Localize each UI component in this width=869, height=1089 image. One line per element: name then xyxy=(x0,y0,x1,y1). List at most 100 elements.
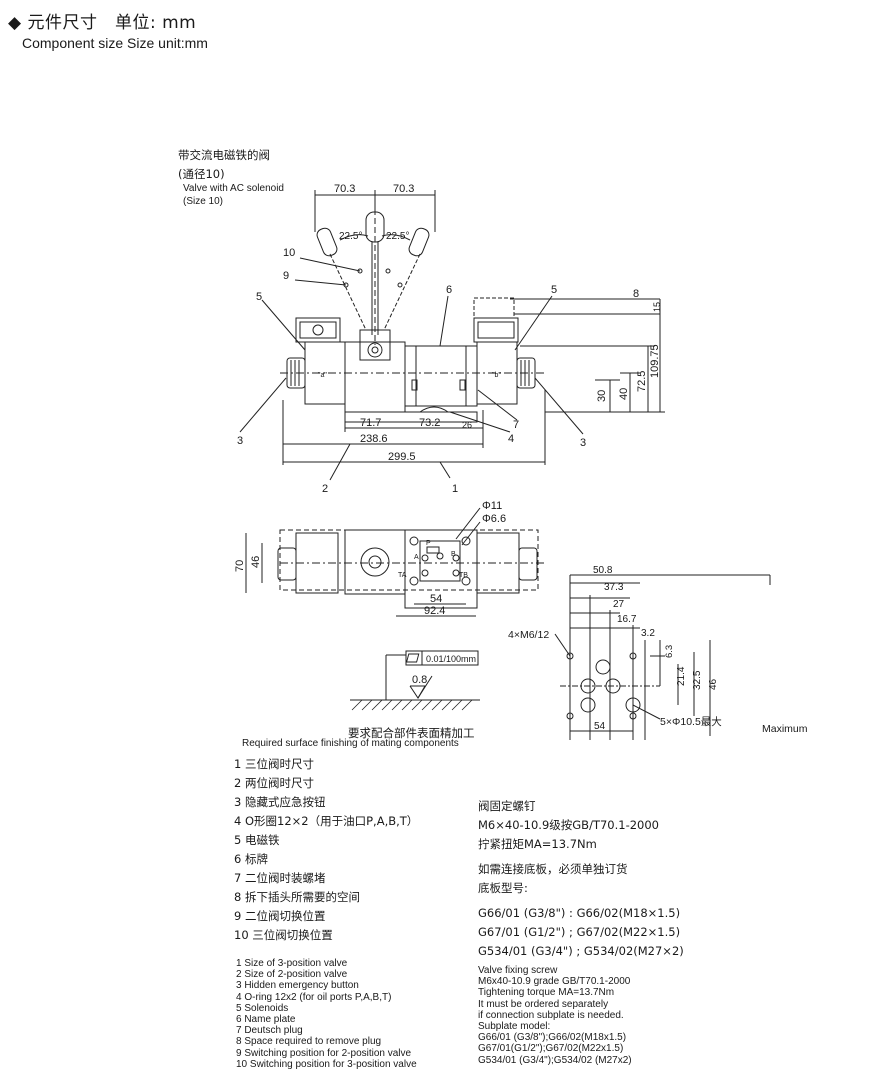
dim-phi66: Φ6.6 xyxy=(482,513,506,525)
legend-cn-item: 7 二位阀时装螺堵 xyxy=(234,871,326,885)
legend-cn-item: 5 电磁铁 xyxy=(234,833,280,847)
legend-en-item: 8 Space required to remove plug xyxy=(236,1036,382,1048)
surface-caption-en: Required surface finishing of mating com… xyxy=(242,738,459,749)
legend-cn-item: 2 两位阀时尺寸 xyxy=(234,776,314,790)
dim-h15: 15 xyxy=(652,302,662,312)
bp-167: 16.7 xyxy=(617,614,637,625)
note-en: M6x40-10.9 grade GB/T70.1-2000 xyxy=(478,976,631,988)
note-cn: G534/01 (G3/4") ; G534/02(M27×2) xyxy=(478,944,684,958)
note-cn: M6×40-10.9级按GB/T70.1-2000 xyxy=(478,818,659,832)
callout-5-right: 5 xyxy=(551,284,557,296)
note-en: Valve fixing screw xyxy=(478,965,558,976)
legend-cn-item: 6 标牌 xyxy=(234,852,268,866)
bp-32: 3.2 xyxy=(641,628,655,639)
top-dim-54: 54 xyxy=(430,593,442,605)
note-en: Subplate model: xyxy=(478,1021,551,1033)
top-dim-92: 92.4 xyxy=(424,605,445,617)
section-label-en: Valve with AC solenoid xyxy=(183,183,284,194)
note-cn: 拧紧扭矩MA=13.7Nm xyxy=(478,837,597,851)
legend-en-item: 9 Switching position for 2-position valv… xyxy=(236,1047,412,1059)
angle-right: 22.5° xyxy=(386,231,409,242)
legend-en-item: 1 Size of 3-position valve xyxy=(236,958,348,969)
note-en: Tightening torque MA=13.7Nm xyxy=(478,987,615,999)
dim-left-lever: 70.3 xyxy=(334,183,355,195)
callout-6: 6 xyxy=(446,284,452,296)
note-cn: 底板型号: xyxy=(478,881,528,895)
legend-cn-item: 8 拆下插头所需要的空间 xyxy=(234,890,360,904)
note-en: if connection subplate is needed. xyxy=(478,1009,624,1021)
legend-cn-item: 4 O形圈12×2（用于油口P,A,B,T） xyxy=(234,814,419,828)
legend-en-item: 2 Size of 2-position valve xyxy=(236,969,348,981)
legend-en-item: 3 Hidden emergency button xyxy=(236,980,359,992)
bp-27: 27 xyxy=(613,599,625,610)
bp-214: 21.4 xyxy=(676,666,687,686)
legend-en: 1 Size of 3-position valve 2 Size of 2-p… xyxy=(236,958,417,1070)
callout-8: 8 xyxy=(633,288,639,300)
note-en: G534/01 (G3/4");G534/02 (M27x2) xyxy=(478,1054,632,1066)
port-b: B xyxy=(451,551,456,558)
surface-caption-cn: 要求配合部件表面精加工 xyxy=(348,726,475,740)
legend-cn-item: 1 三位阀时尺寸 xyxy=(234,757,314,771)
page-title: ◆ 元件尺寸 单位: mm xyxy=(8,13,197,33)
port-a: A xyxy=(414,554,419,561)
port-tb: TB xyxy=(459,572,468,579)
bp-maximum: Maximum xyxy=(762,723,808,735)
bp-46: 46 xyxy=(708,678,719,690)
roughness: 0.8 xyxy=(412,674,427,686)
dim-299: 299.5 xyxy=(388,451,416,463)
legend-en-item: 5 Solenoids xyxy=(236,1002,289,1014)
legend-cn: 1 三位阀时尺寸 2 两位阀时尺寸 3 隐藏式应急按钮 4 O形圈12×2（用于… xyxy=(234,755,418,945)
callout-3-right: 3 xyxy=(580,437,586,449)
dim-73: 73.2 xyxy=(419,417,440,429)
dim-71: 71.7 xyxy=(360,417,381,429)
bp-508: 50.8 xyxy=(593,565,613,576)
surface-finish: 0.01/100mm 0.8 xyxy=(350,650,480,711)
page-subtitle: Component size Size unit:mm xyxy=(22,35,208,51)
callout-5-left: 5 xyxy=(256,291,262,303)
port-ta: TA xyxy=(398,572,407,579)
svg-text:"a": "a" xyxy=(318,372,327,379)
note-en: G66/01 (G3/8");G66/02(M18x1.5) xyxy=(478,1032,627,1044)
svg-text:"b": "b" xyxy=(492,372,501,379)
note-cn: G66/01 (G3/8") : G66/02(M18×1.5) xyxy=(478,906,681,920)
bp-hole: 5×Φ10.5最大 xyxy=(660,715,722,728)
bp-54: 54 xyxy=(594,721,606,732)
note-en: G67/01(G1/2");G67/02(M22x1.5) xyxy=(478,1043,624,1055)
dim-h109: 109.75 xyxy=(649,344,661,378)
legend-cn-item: 9 二位阀切换位置 xyxy=(234,909,326,923)
callout-4: 4 xyxy=(508,433,514,445)
section-label-cn: 带交流电磁铁的阀 xyxy=(178,148,270,162)
notes-cn: 阀固定螺钉 M6×40-10.9级按GB/T70.1-2000 拧紧扭矩MA=1… xyxy=(478,797,684,961)
bp-63: 6.3 xyxy=(664,645,675,658)
callout-7: 7 xyxy=(513,419,519,431)
note-cn: 如需连接底板，必须单独订货 xyxy=(478,862,628,876)
callout-9: 9 xyxy=(283,270,289,282)
note-en: It must be ordered separately xyxy=(478,998,609,1010)
section-label-en2: (Size 10) xyxy=(183,196,224,207)
notes-en: Valve fixing screw M6x40-10.9 grade GB/T… xyxy=(478,965,632,1066)
angle-left: 22.5° xyxy=(339,231,362,242)
dim-phi11: Φ11 xyxy=(482,500,502,512)
dim-h40: 40 xyxy=(618,388,630,400)
legend-en-item: 10 Switching position for 3-position val… xyxy=(236,1058,417,1070)
top-dim-46: 46 xyxy=(250,556,262,568)
dim-238: 238.6 xyxy=(360,433,388,445)
legend-cn-item: 3 隐藏式应急按钮 xyxy=(234,795,326,809)
section-label-cn2: (通径10) xyxy=(178,167,225,181)
bp-m6: 4×M6/12 xyxy=(508,629,549,641)
dim-26: 26 xyxy=(462,420,472,430)
bp-325: 32.5 xyxy=(692,670,703,690)
legend-en-item: 6 Name plate xyxy=(236,1013,296,1025)
callout-1: 1 xyxy=(452,483,458,495)
legend-en-item: 7 Deutsch plug xyxy=(236,1025,303,1037)
note-cn: 阀固定螺钉 xyxy=(478,799,536,813)
callout-10: 10 xyxy=(283,247,295,259)
subplate-pattern: 50.8 37.3 27 16.7 3.2 6.3 21.4 32.5 46 5… xyxy=(508,565,808,740)
top-view: P A B TA TB 70 46 54 92.4 Φ11 Φ6.6 xyxy=(234,500,545,617)
port-p: P xyxy=(426,540,431,547)
legend-cn-item: 10 三位阀切换位置 xyxy=(234,928,333,942)
top-dim-70: 70 xyxy=(234,560,246,572)
side-view: 70.3 70.3 22.5° 22.5° 10 9 xyxy=(237,183,665,495)
dim-h72: 72.5 xyxy=(636,371,648,392)
